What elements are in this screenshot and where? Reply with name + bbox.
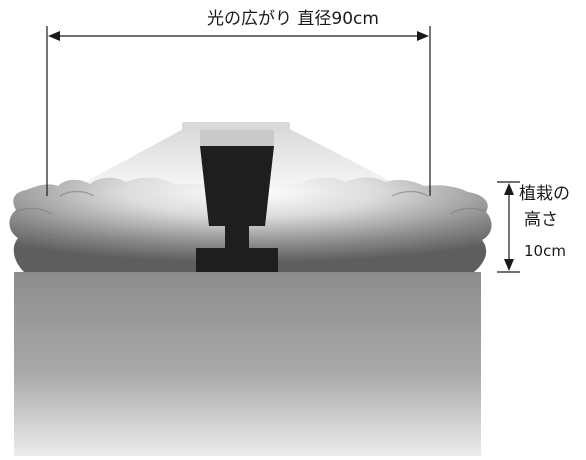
spread-arrow-right: [417, 31, 429, 41]
fixture-neck: [225, 226, 249, 248]
spread-arrow-left: [48, 31, 60, 41]
fixture-lens: [182, 122, 290, 132]
height-arrow-top: [504, 183, 514, 195]
plant-leaf-edges: [15, 190, 487, 239]
ground-block: [14, 272, 481, 456]
height-value: 10cm: [524, 242, 566, 260]
fixture-body: [200, 146, 274, 226]
fixture-lens-top: [200, 130, 274, 146]
spread-dimension: [46, 26, 431, 196]
spread-label: 光の広がり 直径90cm: [207, 9, 379, 29]
fixture-base: [196, 248, 278, 272]
height-dimension: [497, 181, 520, 273]
height-arrow-bottom: [504, 259, 514, 271]
height-label-line2: 高さ: [524, 210, 558, 230]
height-label-line1: 植栽の: [519, 184, 570, 204]
